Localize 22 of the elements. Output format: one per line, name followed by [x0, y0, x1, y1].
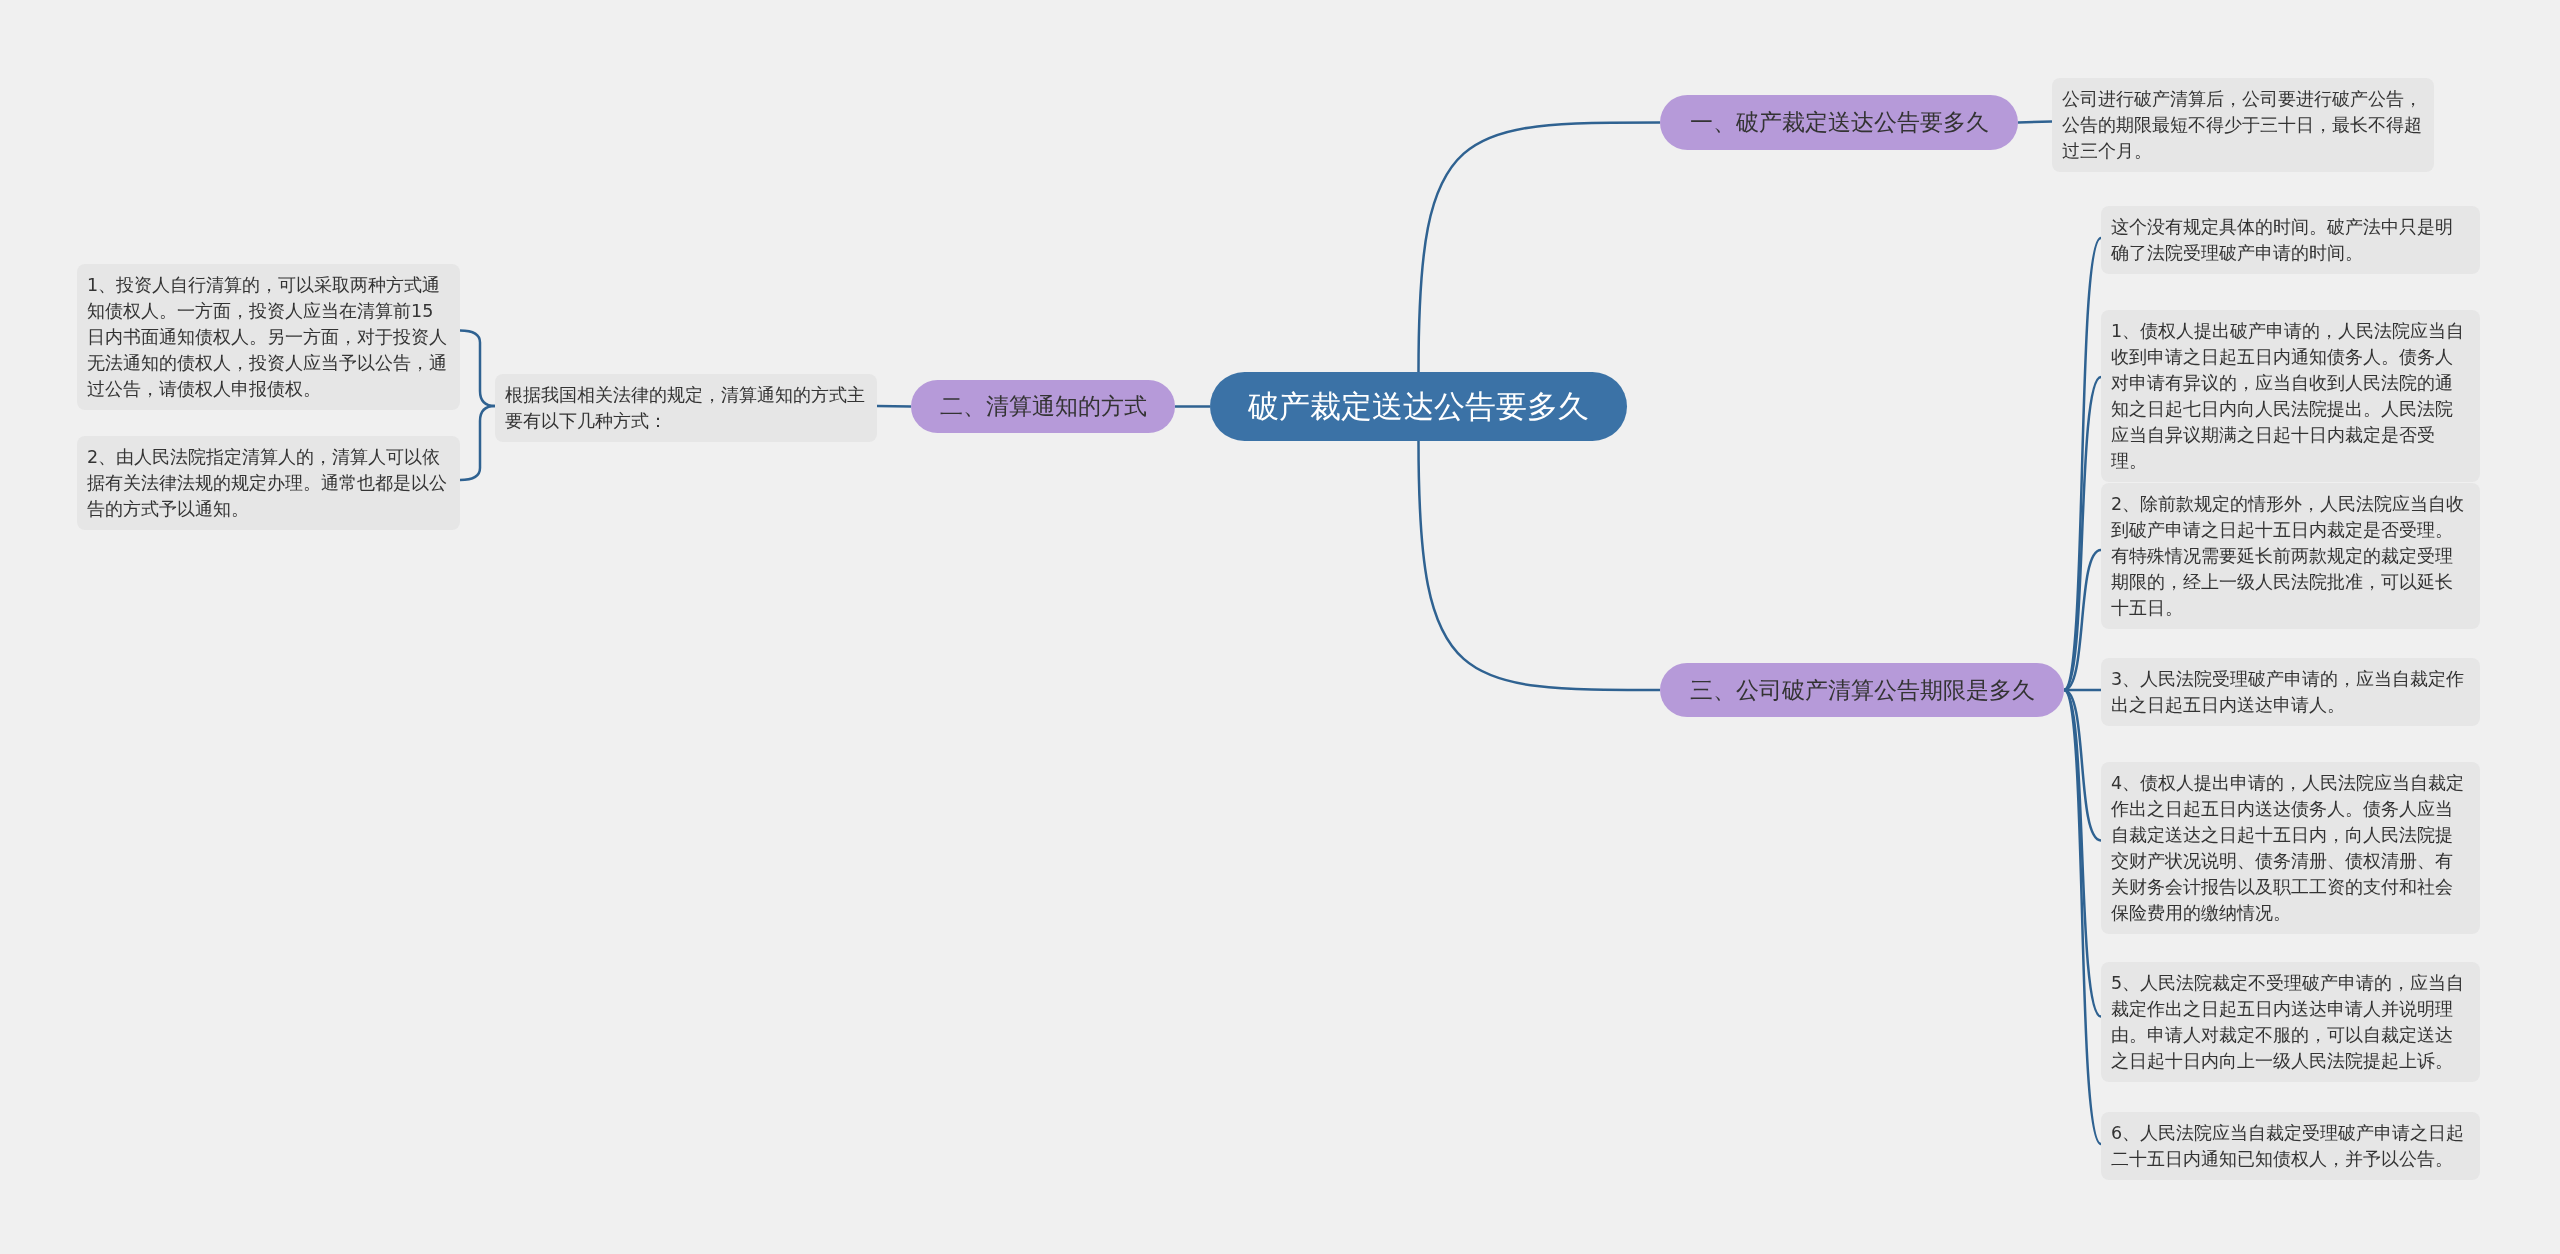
topic-box: 一、破产裁定送达公告要多久	[1660, 95, 2018, 150]
note-box: 2、除前款规定的情形外，人民法院应当自收到破产申请之日起十五日内裁定是否受理。有特殊情况需要延长前两款规定的裁定受理期限的，经上一级人民法院批准，可以延长十五日。	[2101, 483, 2480, 629]
note-box: 3、人民法院受理破产申请的，应当自裁定作出之日起五日内送达申请人。	[2101, 658, 2480, 726]
note-box: 这个没有规定具体的时间。破产法中只是明确了法院受理破产申请的时间。	[2101, 206, 2480, 274]
note-box: 公司进行破产清算后，公司要进行破产公告，公告的期限最短不得少于三十日，最长不得超过三个月。	[2052, 78, 2434, 172]
connector-line	[877, 404, 911, 408]
topic-box: 三、公司破产清算公告期限是多久	[1660, 663, 2064, 717]
note-box: 5、人民法院裁定不受理破产申请的，应当自裁定作出之日起五日内送达申请人并说明理由。申请人对裁定不服的，可以自裁定送达之日起十日内向上一级人民法院提起上诉。	[2101, 962, 2480, 1082]
note-box: 1、投资人自行清算的，可以采取两种方式通知债权人。一方面，投资人应当在清算前15日内书面通知债权人。另一方面，对于投资人无法通知的债权人，投资人应当予以公告，通过公告，请债权人申报债权。	[77, 264, 460, 410]
note-box: 4、债权人提出申请的，人民法院应当自裁定作出之日起五日内送达债务人。债务人应当自裁定送达之日起十五日内，向人民法院提交财产状况说明、债务清册、债权清册、有关财务会计报告以及职工工资的支付和社会保险费用的缴纳情况。	[2101, 762, 2480, 934]
connector-line	[2062, 689, 2103, 1145]
topic-box: 二、清算通知的方式	[911, 380, 1175, 433]
note-box: 2、由人民法院指定清算人的，清算人可以依据有关法律法规的规定办理。通常也都是以公告的方式予以通知。	[77, 436, 460, 530]
connector-line	[1417, 441, 1660, 692]
connector-line	[2017, 120, 2053, 124]
connector-line	[1175, 405, 1210, 408]
note-box: 6、人民法院应当自裁定受理破产申请之日起二十五日内通知已知债权人，并予以公告。	[2101, 1112, 2480, 1180]
connector-line	[1417, 121, 1660, 372]
note-box: 1、债权人提出破产申请的，人民法院应当自收到申请之日起五日内通知债务人。债务人对申请有异议的，应当自收到人民法院的通知之日起七日内向人民法院提出。人民法院应当自异议期满之日起十日内裁定是否受理。	[2101, 310, 2480, 482]
note-box: 根据我国相关法律的规定，清算通知的方式主要有以下几种方式：	[495, 374, 877, 442]
connector-line	[2063, 376, 2102, 691]
central-topic: 破产裁定送达公告要多久	[1210, 372, 1627, 441]
